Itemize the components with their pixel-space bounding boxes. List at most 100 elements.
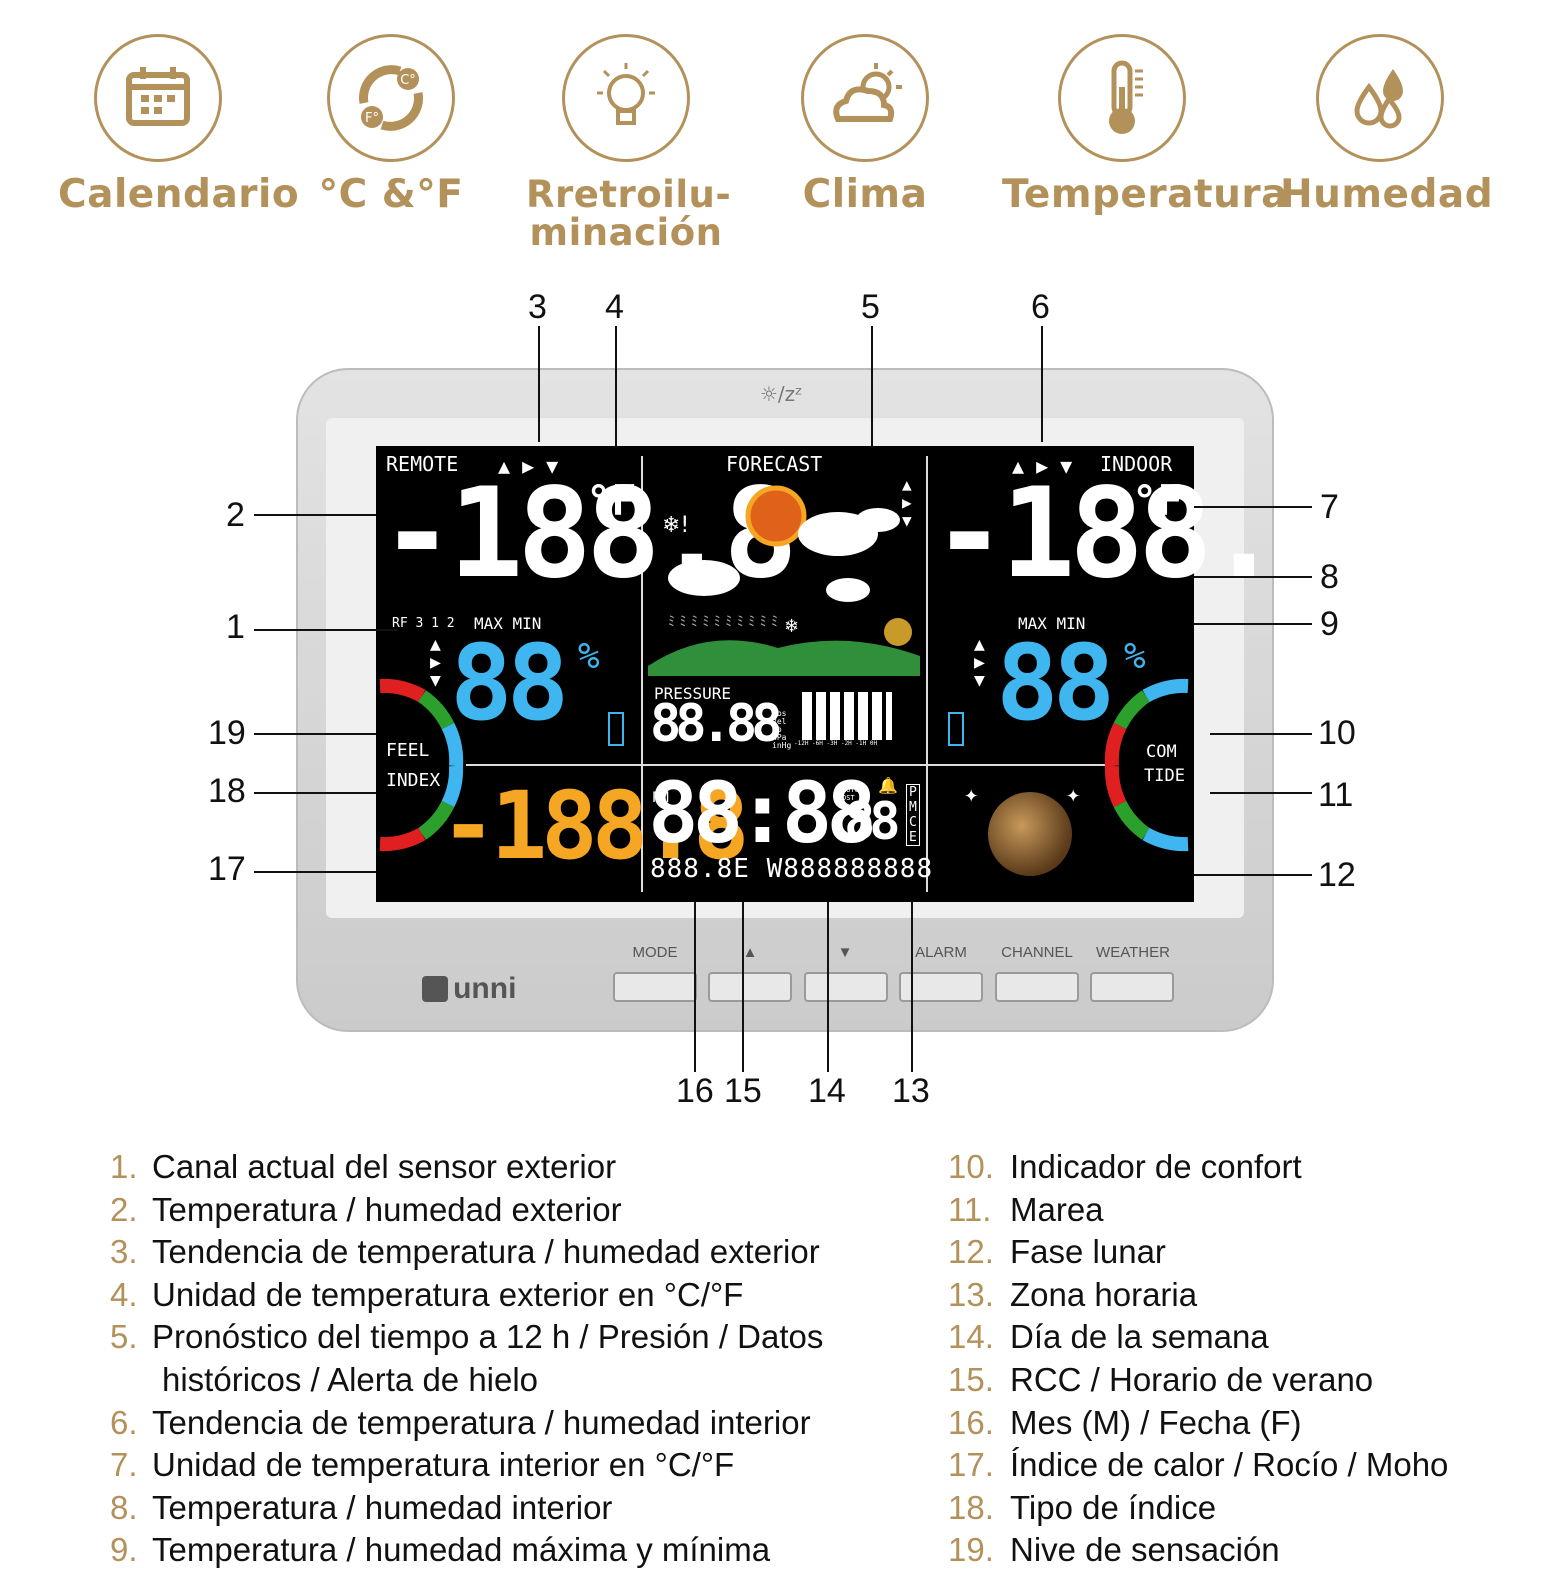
brand-name: unni	[453, 972, 517, 1005]
remote-trend-arrows: ▲ ▶ ▼	[498, 454, 559, 478]
divider	[926, 456, 928, 892]
pressure-history-labels: -12H -6H -3H -2H -1H 0H	[794, 740, 878, 747]
feel-label: FEEL	[386, 740, 430, 761]
lightbulb-icon	[562, 34, 690, 162]
indoor-humidity: 88	[996, 622, 1115, 744]
lcd-screen: REMOTE ▲ ▶ ▼ -188.8 °F RF 3 1 2 MAX MIN …	[376, 446, 1350, 902]
channel-button[interactable]	[995, 972, 1079, 1002]
legend-text: Temperatura / humedad interior	[152, 1488, 613, 1526]
remote-maxmin: MAX MIN	[474, 614, 542, 633]
humidity-drops-icon	[1316, 34, 1444, 162]
legend-text: Indicador de confort	[1010, 1148, 1302, 1185]
callout-line	[827, 902, 829, 1072]
brand-logo: unni	[422, 972, 516, 1006]
legend-item: 1.Canal actual del sensor exterior	[110, 1146, 823, 1189]
legend-item: 15. RCC / Horario de verano	[948, 1359, 1448, 1402]
legend-item: 12. Fase lunar	[948, 1231, 1448, 1274]
legend-item: 10. Indicador de confort	[948, 1146, 1448, 1189]
feature-units: C° F° °C &°F	[291, 34, 491, 214]
index-label: INDEX	[386, 770, 441, 791]
legend-item: 11.Marea	[948, 1189, 1448, 1232]
legend-number: 13.	[948, 1275, 994, 1313]
callout-9: 9	[1320, 605, 1339, 643]
callout-10: 10	[1318, 714, 1356, 752]
legend-item: 18.Tipo de índice	[948, 1487, 1448, 1530]
callout-line	[254, 629, 398, 631]
legend-item: 14.Día de la semana	[948, 1316, 1448, 1359]
legend-text: RCC / Horario de verano	[1010, 1360, 1374, 1398]
mode-button[interactable]	[613, 972, 697, 1002]
forecast-label: FORECAST	[726, 452, 823, 476]
callout-2: 2	[226, 496, 245, 534]
callout-7: 7	[1320, 488, 1339, 526]
legend-number: 2.	[110, 1190, 138, 1228]
callout-line	[1194, 874, 1312, 876]
legend-number: 18.	[948, 1488, 994, 1526]
svg-text:❄: ❄	[784, 616, 799, 637]
callout-line	[254, 871, 376, 873]
legend-number: 15.	[948, 1360, 994, 1398]
legend-item: 9.Temperatura / humedad máxima y mínima	[110, 1529, 823, 1572]
snooze-light-label[interactable]: ☼/zᶻ	[760, 382, 803, 406]
remote-battery-icon	[608, 712, 624, 746]
pressure-unit: inHg	[772, 741, 792, 750]
callout-16: 16	[676, 1072, 714, 1110]
callout-line	[254, 733, 376, 735]
legend-text: Unidad de temperatura interior en °C/°F	[152, 1446, 735, 1484]
pressure-unit: Rel	[772, 717, 787, 726]
weather-button[interactable]	[1090, 972, 1174, 1002]
feature-calendar: Calendario	[58, 34, 300, 217]
pressure-unit: Abs	[772, 709, 787, 718]
legend-number: 11.	[948, 1190, 992, 1228]
svg-text:C°: C°	[400, 73, 416, 88]
weather-cloud-sun-icon	[801, 34, 929, 162]
moon-stars: ✦	[964, 780, 979, 808]
legend-text: Fase lunar	[1010, 1233, 1166, 1271]
legend-text: Día de la semana	[1010, 1318, 1269, 1356]
thermometer-icon	[1058, 34, 1186, 162]
legend-number: 12.	[948, 1233, 994, 1271]
weather-label: WEATHER	[1096, 944, 1170, 961]
callout-line	[1194, 623, 1312, 625]
pm-indicator: PM	[652, 790, 669, 806]
feature-label: Calendario	[58, 172, 300, 217]
divider	[466, 764, 1106, 766]
indoor-trend-arrows: ▲ ▶ ▼	[1012, 454, 1073, 478]
feature-backlight: Rretroilu- minación	[526, 34, 731, 252]
moon-stars: ✦	[1066, 780, 1081, 808]
legend-item: 19.Nive de sensación	[948, 1529, 1448, 1572]
alarm-button[interactable]	[899, 972, 983, 1002]
indoor-label: INDOOR	[1100, 452, 1173, 476]
feature-label: Temperatura	[1002, 172, 1288, 217]
forecast-trend-arrows: ▲▶▼	[902, 475, 912, 530]
remote-hum-trend: ▲▶▼	[430, 634, 441, 691]
callout-18: 18	[208, 772, 246, 810]
feature-label: Rretroilu- minación	[526, 176, 731, 252]
down-button[interactable]	[804, 972, 888, 1002]
callout-3: 3	[528, 288, 547, 326]
up-label: ▲	[742, 944, 758, 961]
callout-17: 17	[208, 850, 246, 888]
legend-text: Zona horaria	[1010, 1275, 1198, 1313]
svg-text:ﾐ ﾐ ﾐ ﾐ ﾐ ﾐ ﾐ ﾐ ﾐ ﾐ: ﾐ ﾐ ﾐ ﾐ ﾐ ﾐ ﾐ ﾐ ﾐ ﾐ	[668, 614, 778, 630]
divider	[641, 456, 643, 892]
remote-label: REMOTE	[386, 452, 459, 476]
up-button[interactable]	[708, 972, 792, 1002]
feel-index-arc	[379, 678, 464, 852]
callout-6: 6	[1031, 288, 1050, 326]
callout-11: 11	[1318, 776, 1354, 814]
channel-label: CHANNEL	[1001, 944, 1073, 961]
callout-line	[1210, 733, 1312, 735]
zone-letter: C	[909, 815, 917, 830]
remote-humidity-pct: %	[578, 636, 600, 677]
calendar-icon	[94, 34, 222, 162]
legend-number: 10.	[948, 1148, 994, 1185]
legend-text: Mes (M) / Fecha (F)	[1010, 1403, 1302, 1441]
legend-item: 7.Unidad de temperatura interior en °C/°…	[110, 1444, 823, 1487]
callout-1: 1	[226, 608, 245, 646]
callout-line	[742, 902, 744, 1072]
pressure-label: PRESSURE	[654, 684, 732, 703]
down-label: ▼	[837, 944, 853, 961]
pressure-value: 88.88	[650, 694, 783, 754]
legend-item: 2.Temperatura / humedad exterior	[110, 1189, 823, 1232]
